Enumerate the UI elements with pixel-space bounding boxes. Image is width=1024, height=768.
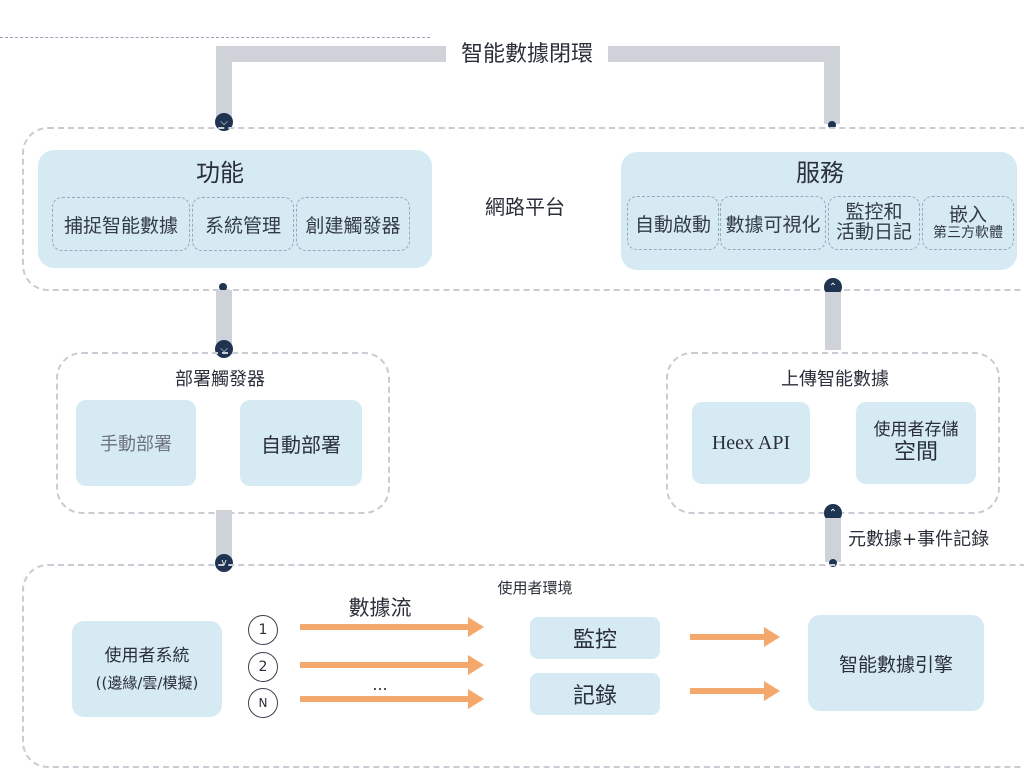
flow-ellipsis: ... xyxy=(372,674,388,694)
services-panel xyxy=(621,152,1017,270)
smart-data-engine-label: 智能數據引擎 xyxy=(838,653,953,676)
network-platform-label: 網路平台 xyxy=(485,194,565,219)
user-system-label: 使用者系統 ((邊緣/雲/模擬) xyxy=(72,621,222,717)
monitor-to-engine-arrow xyxy=(690,627,780,647)
loop-title: 智能數據閉環 xyxy=(460,42,593,67)
record-to-engine-arrow xyxy=(690,681,780,701)
record-label: 記錄 xyxy=(572,684,617,709)
service-monitor-line1: 監控和 xyxy=(845,201,903,224)
feature-capture-smart-data: 捕捉智能數據 xyxy=(52,197,190,251)
user-storage-line2: 空間 xyxy=(893,440,938,466)
right-pipe-bottom-dot xyxy=(829,559,837,567)
features-title: 功能 xyxy=(196,158,244,187)
heex-api-box xyxy=(692,402,810,484)
user-storage-label: 使用者存儲 空間 xyxy=(856,402,976,484)
top-dashed-line xyxy=(0,37,430,38)
chevron-up-icon: ⌃ xyxy=(824,278,842,296)
flow-number-2: 2 xyxy=(248,652,278,682)
loop-pipe-left-horizontal xyxy=(216,46,446,62)
right-pipe-lower xyxy=(825,518,841,562)
data-flow-arrow-3 xyxy=(300,689,484,709)
loop-pipe-left-vertical xyxy=(216,46,232,118)
user-storage-line1: 使用者存儲 xyxy=(873,419,959,440)
deploy-trigger-title: 部署觸發器 xyxy=(175,369,265,390)
flow-number-1: 1 xyxy=(248,615,278,645)
heex-api-label: Heex API xyxy=(711,431,791,454)
upload-title: 上傳智能數據 xyxy=(781,369,889,390)
metadata-event-log-label: 元數據+事件記錄 xyxy=(848,529,990,550)
left-pipe-upper xyxy=(216,290,232,346)
service-embed-line1: 嵌入 xyxy=(948,203,987,226)
smart-data-engine-box xyxy=(808,615,984,711)
service-data-visualization: 數據可視化 xyxy=(720,196,826,250)
left-pipe-lower xyxy=(216,510,232,560)
data-flow-arrow-2 xyxy=(300,655,484,675)
features-panel xyxy=(38,150,432,268)
manual-deploy-label: 手動部署 xyxy=(100,434,172,455)
feature-system-management: 系統管理 xyxy=(192,197,294,251)
user-environment-title: 使用者環境 xyxy=(497,578,573,597)
left-pipe-top-dot xyxy=(219,283,227,291)
chevron-down-icon: v xyxy=(215,554,233,572)
data-flow-label: 數據流 xyxy=(348,596,412,620)
data-flow-arrow-1 xyxy=(300,617,484,637)
loop-pipe-right-horizontal xyxy=(608,46,840,62)
service-monitor-activity-log: 監控和 活動日記 xyxy=(828,196,920,250)
monitor-box xyxy=(530,617,660,659)
record-box xyxy=(530,673,660,715)
service-embed-third-party: 嵌入 第三方軟體 xyxy=(922,196,1014,250)
user-system-box xyxy=(72,621,222,717)
services-title: 服務 xyxy=(796,158,844,187)
service-embed-line2: 第三方軟體 xyxy=(933,224,1003,241)
feature-create-trigger: 創建觸發器 xyxy=(296,197,410,251)
auto-deploy-label: 自動部署 xyxy=(261,432,341,457)
loop-endpoint-dot xyxy=(828,121,836,129)
user-storage-box xyxy=(856,402,976,484)
chevron-up-icon: ⌃ xyxy=(824,504,842,522)
monitor-label: 監控 xyxy=(572,628,617,653)
manual-deploy-box xyxy=(76,400,196,486)
flow-number-n: N xyxy=(248,688,278,718)
user-system-line2: ((邊緣/雲/模擬) xyxy=(95,673,199,692)
loop-pipe-right-vertical xyxy=(824,46,840,124)
service-auto-start: 自動啟動 xyxy=(627,196,719,250)
user-system-line1: 使用者系統 xyxy=(104,646,190,667)
auto-deploy-box xyxy=(240,400,362,486)
service-monitor-line2: 活動日記 xyxy=(835,221,912,243)
right-pipe-upper xyxy=(825,292,841,350)
chevron-down-icon: ⌵ xyxy=(215,113,233,131)
network-platform-region xyxy=(22,127,1024,291)
